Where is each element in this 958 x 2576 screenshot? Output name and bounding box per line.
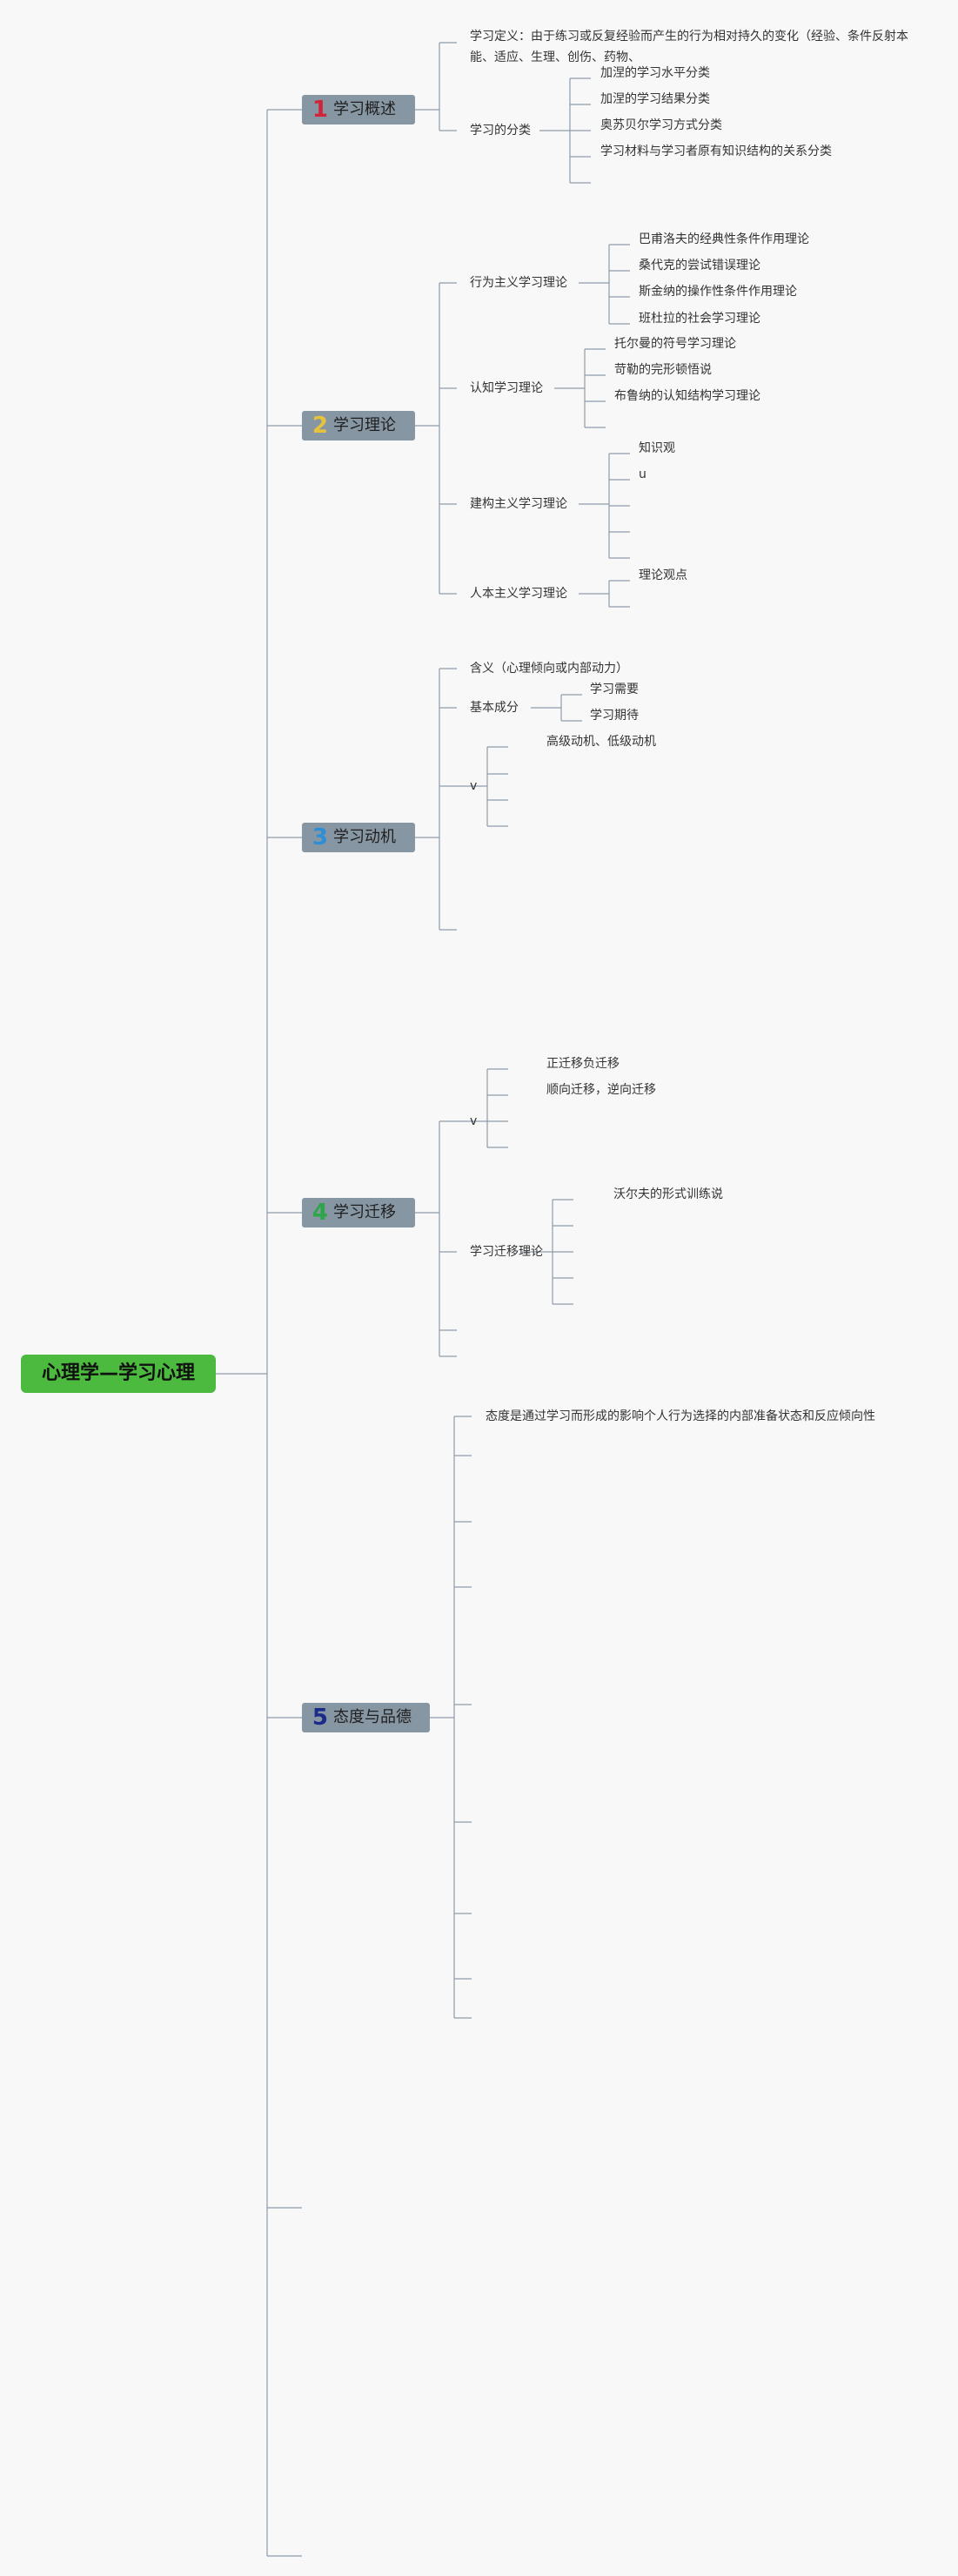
topic-label: 学习理论 bbox=[333, 416, 396, 434]
leaf-node[interactable]: 布鲁纳的认知结构学习理论 bbox=[614, 389, 760, 403]
leaf-node[interactable]: 学习需要 bbox=[590, 683, 639, 696]
branch-node[interactable]: 行为主义学习理论 bbox=[470, 276, 567, 290]
topic-number: 3 bbox=[312, 824, 328, 851]
branch-node[interactable]: v bbox=[470, 1114, 478, 1128]
branch-node[interactable]: 学习迁移理论 bbox=[470, 1245, 543, 1259]
root-topic[interactable]: 心理学—学习心理 bbox=[21, 1355, 216, 1393]
topic-number: 4 bbox=[312, 1200, 328, 1226]
leaf-node[interactable]: 顺向迁移，逆向迁移 bbox=[546, 1083, 656, 1097]
branch-node[interactable]: 基本成分 bbox=[470, 701, 519, 715]
leaf-node[interactable]: 桑代克的尝试错误理论 bbox=[639, 259, 760, 272]
leaf-node[interactable]: 奥苏贝尔学习方式分类 bbox=[600, 118, 722, 132]
leaf-node[interactable]: 斯金纳的操作性条件作用理论 bbox=[639, 285, 797, 299]
topic-1[interactable]: 1 学习概述 bbox=[302, 95, 415, 124]
topic-number: 1 bbox=[312, 97, 328, 123]
leaf-node[interactable]: 班杜拉的社会学习理论 bbox=[639, 312, 760, 326]
leaf-node[interactable]: 苛勒的完形顿悟说 bbox=[614, 363, 712, 377]
topic-label: 学习概述 bbox=[333, 100, 396, 118]
leaf-node[interactable]: 正迁移负迁移 bbox=[546, 1057, 620, 1071]
branch-node[interactable]: 含义（心理倾向或内部动力） bbox=[470, 662, 628, 676]
leaf-node[interactable]: 高级动机、低级动机 bbox=[546, 735, 656, 749]
leaf-node[interactable]: 理论观点 bbox=[639, 568, 687, 582]
topic-4[interactable]: 4 学习迁移 bbox=[302, 1198, 415, 1227]
leaf-node[interactable]: 学习材料与学习者原有知识结构的关系分类 bbox=[600, 145, 832, 158]
branch-node[interactable]: v bbox=[470, 779, 478, 793]
branch-node[interactable]: 态度是通过学习而形成的影响个人行为选择的内部准备状态和反应倾向性 bbox=[486, 1409, 875, 1423]
topic-label: 态度与品德 bbox=[333, 1708, 412, 1726]
leaf-node[interactable]: 沃尔夫的形式训练说 bbox=[613, 1187, 723, 1201]
leaf-node[interactable]: 加涅的学习水平分类 bbox=[600, 66, 710, 80]
leaf-node[interactable]: 学习期待 bbox=[590, 709, 639, 723]
branch-node[interactable]: 学习的分类 bbox=[470, 124, 531, 138]
branch-node[interactable]: 认知学习理论 bbox=[470, 381, 543, 395]
topic-label: 学习迁移 bbox=[333, 1203, 396, 1221]
topic-label: 学习动机 bbox=[333, 828, 396, 846]
leaf-node[interactable]: 加涅的学习结果分类 bbox=[600, 92, 710, 106]
branch-node[interactable]: 建构主义学习理论 bbox=[470, 497, 567, 511]
topic-number: 5 bbox=[312, 1705, 328, 1731]
topic-2[interactable]: 2 学习理论 bbox=[302, 411, 415, 441]
topic-5[interactable]: 5 态度与品德 bbox=[302, 1703, 430, 1732]
leaf-node[interactable]: 巴甫洛夫的经典性条件作用理论 bbox=[639, 232, 809, 246]
topic-3[interactable]: 3 学习动机 bbox=[302, 823, 415, 852]
branch-node[interactable]: 人本主义学习理论 bbox=[470, 587, 567, 601]
topic-number: 2 bbox=[312, 413, 328, 439]
leaf-node[interactable]: u bbox=[639, 467, 646, 481]
branch-node[interactable]: 学习定义：由于练习或反复经验而产生的行为相对持久的变化（经验、条件反射本能、适应… bbox=[470, 30, 908, 64]
leaf-node[interactable]: 知识观 bbox=[639, 441, 675, 455]
leaf-node[interactable]: 托尔曼的符号学习理论 bbox=[614, 337, 736, 351]
